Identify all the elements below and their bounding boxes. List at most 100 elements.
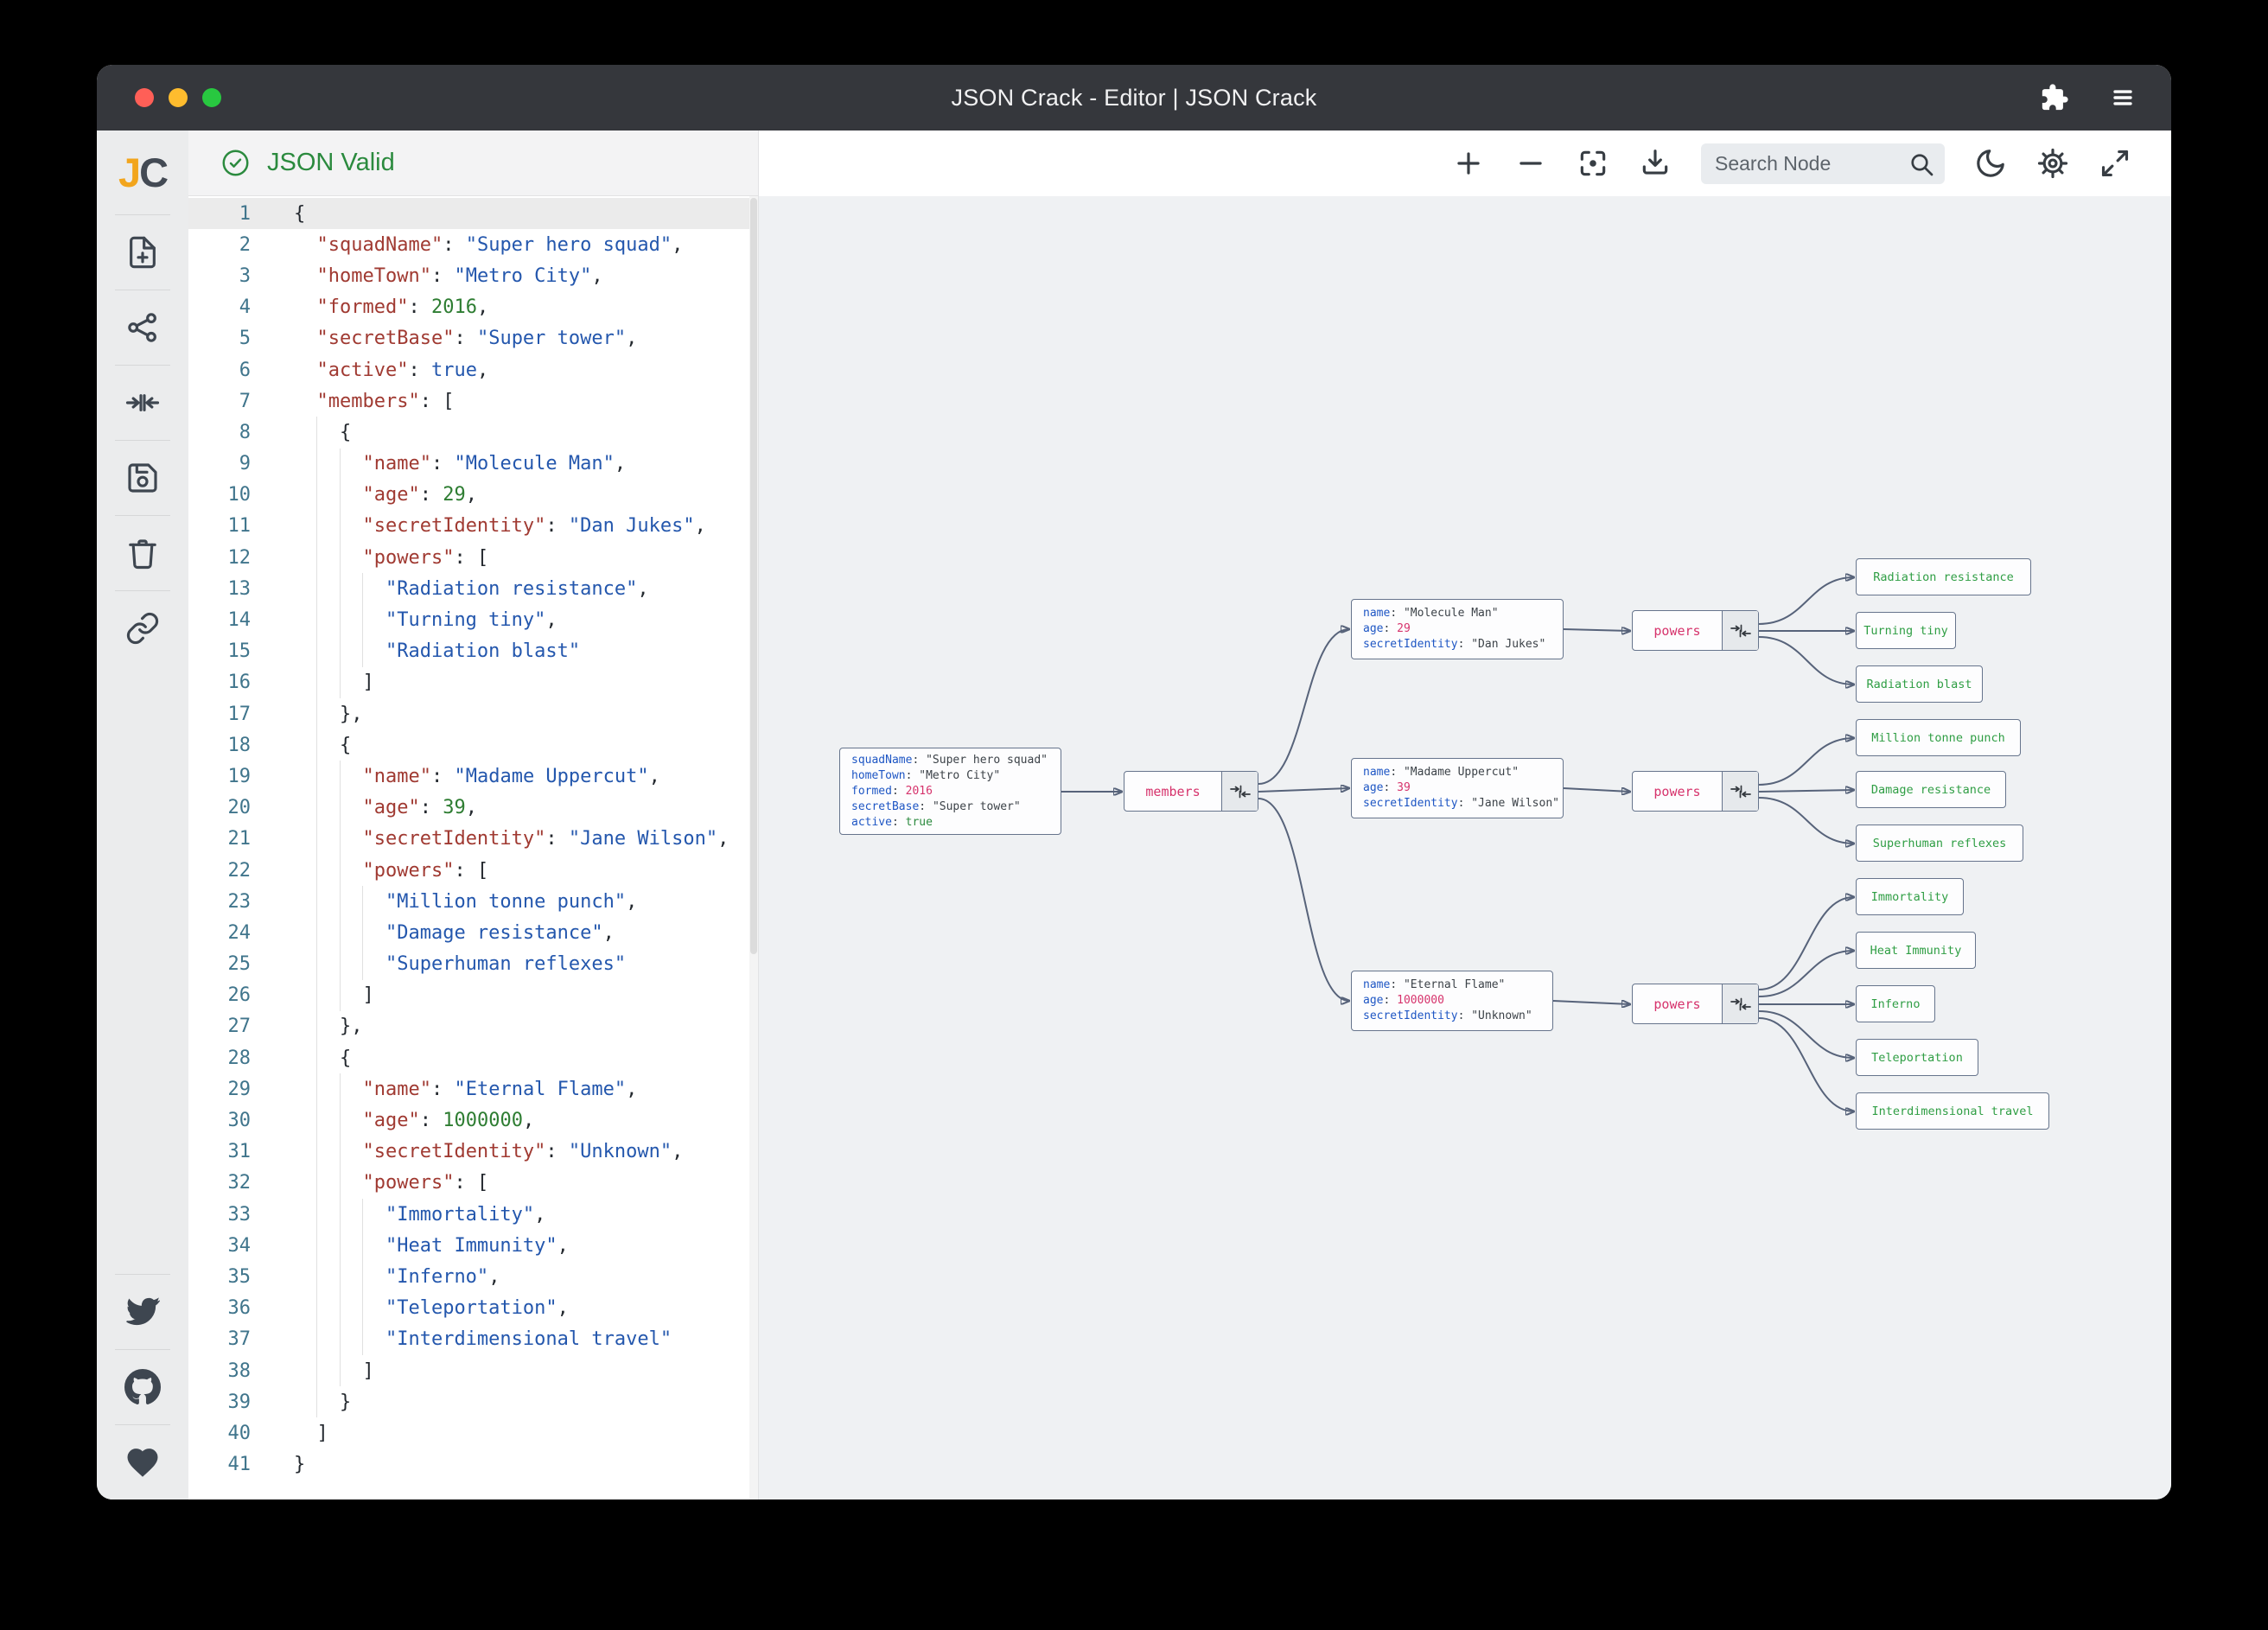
line-number: 16 — [227, 672, 252, 694]
code-line[interactable]: 34 "Heat Immunity", — [188, 1230, 758, 1262]
code-line[interactable]: 31 "secretIdentity": "Unknown", — [188, 1136, 758, 1168]
code-line[interactable]: 28 { — [188, 1042, 758, 1074]
collapse-node-icon[interactable] — [1722, 984, 1758, 1023]
code-line[interactable]: 8 { — [188, 417, 758, 449]
sidebar-item-sponsor[interactable] — [97, 1425, 188, 1499]
search-icon — [1911, 153, 1934, 175]
code-line[interactable]: 37 "Interdimensional travel" — [188, 1323, 758, 1355]
code-line[interactable]: 26 ] — [188, 979, 758, 1011]
code-line[interactable]: 35 "Inferno", — [188, 1261, 758, 1293]
code-line[interactable]: 30 "age": 1000000, — [188, 1105, 758, 1137]
sidebar-item-share-link[interactable] — [97, 591, 188, 665]
sidebar-item-graph-view[interactable] — [97, 290, 188, 365]
code-line[interactable]: 41} — [188, 1449, 758, 1480]
graph-node-leaf-inferno[interactable]: Inferno — [1856, 985, 1935, 1022]
zoom-button[interactable] — [202, 88, 221, 107]
minimize-button[interactable] — [169, 88, 188, 107]
sidebar-item-new-file[interactable] — [97, 215, 188, 290]
code-line[interactable]: 22 "powers": [ — [188, 854, 758, 887]
code-line[interactable]: 16 ] — [188, 666, 758, 698]
code-line[interactable]: 39 } — [188, 1386, 758, 1418]
code-line[interactable]: 18 { — [188, 729, 758, 761]
code-line[interactable]: 14 "Turning tiny", — [188, 604, 758, 636]
graph-node-leaf-immortality[interactable]: Immortality — [1856, 878, 1964, 915]
sidebar-item-delete[interactable] — [97, 516, 188, 590]
code-line[interactable]: 36 "Teleportation", — [188, 1292, 758, 1324]
collapse-node-icon[interactable] — [1722, 772, 1758, 811]
code-line[interactable]: 21 "secretIdentity": "Jane Wilson", — [188, 823, 758, 855]
graph-node-members[interactable]: members — [1124, 771, 1258, 812]
line-number: 26 — [227, 984, 252, 1007]
json-code-editor[interactable]: 1{2 "squadName": "Super hero squad",3 "h… — [188, 196, 758, 1499]
collapse-node-icon[interactable] — [1722, 611, 1758, 650]
code-line[interactable]: 38 ] — [188, 1354, 758, 1387]
code-line[interactable]: 7 "members": [ — [188, 385, 758, 417]
zoom-out-button[interactable] — [1514, 147, 1547, 180]
graph-node-powers-1[interactable]: powers — [1632, 610, 1759, 651]
graph-node-leaf-interdimensional-travel[interactable]: Interdimensional travel — [1856, 1092, 2049, 1130]
code-line[interactable]: 33 "Immortality", — [188, 1199, 758, 1231]
code-line[interactable]: 25 "Superhuman reflexes" — [188, 948, 758, 980]
code-line[interactable]: 13 "Radiation resistance", — [188, 573, 758, 605]
code-text: }, — [294, 1010, 362, 1043]
code-line[interactable]: 20 "age": 39, — [188, 792, 758, 824]
graph-node-leaf-radiation-blast[interactable]: Radiation blast — [1856, 665, 1983, 703]
dark-mode-button[interactable] — [1974, 147, 2007, 180]
graph-node-leaf-radiation-resistance[interactable]: Radiation resistance — [1856, 558, 2031, 595]
graph-node-leaf-damage-resistance[interactable]: Damage resistance — [1856, 771, 2006, 808]
graph-node-leaf-million-tonne-punch[interactable]: Million tonne punch — [1856, 719, 2021, 756]
sidebar-item-github[interactable] — [97, 1350, 188, 1424]
code-line[interactable]: 29 "name": "Eternal Flame", — [188, 1073, 758, 1105]
search-input[interactable] — [1701, 143, 1945, 184]
code-line[interactable]: 32 "powers": [ — [188, 1167, 758, 1199]
sidebar-item-twitter[interactable] — [97, 1275, 188, 1349]
sidebar-item-fold[interactable] — [97, 366, 188, 440]
code-line[interactable]: 19 "name": "Madame Uppercut", — [188, 761, 758, 793]
close-button[interactable] — [135, 88, 154, 107]
zoom-in-button[interactable] — [1452, 147, 1485, 180]
fullscreen-button[interactable] — [2099, 147, 2131, 180]
line-number: 25 — [227, 953, 252, 976]
code-line[interactable]: 4 "formed": 2016, — [188, 292, 758, 323]
code-line[interactable]: 9 "name": "Molecule Man", — [188, 448, 758, 480]
puzzle-icon[interactable] — [2040, 83, 2069, 112]
focus-button[interactable] — [1577, 147, 1609, 180]
graph-node-leaf-superhuman-reflexes[interactable]: Superhuman reflexes — [1856, 825, 2023, 862]
code-text: "name": "Eternal Flame", — [294, 1073, 637, 1105]
download-button[interactable] — [1639, 147, 1672, 180]
code-line[interactable]: 17 }, — [188, 698, 758, 730]
code-line[interactable]: 27 }, — [188, 1010, 758, 1043]
collapse-node-icon[interactable] — [1221, 772, 1258, 811]
graph-node-powers-2[interactable]: powers — [1632, 771, 1759, 812]
line-number: 20 — [227, 797, 252, 819]
code-line[interactable]: 24 "Damage resistance", — [188, 917, 758, 949]
sidebar-item-save[interactable] — [97, 441, 188, 515]
code-text: "age": 29, — [294, 479, 477, 511]
code-text: "age": 39, — [294, 792, 477, 824]
graph-node-leaf-teleportation[interactable]: Teleportation — [1856, 1039, 1978, 1076]
graph-canvas[interactable]: squadName: "Super hero squad"homeTown: "… — [759, 196, 2171, 1499]
code-line[interactable]: 12 "powers": [ — [188, 542, 758, 574]
code-line[interactable]: 10 "age": 29, — [188, 479, 758, 511]
graph-node-powers-3[interactable]: powers — [1632, 984, 1759, 1024]
code-line[interactable]: 23 "Million tonne punch", — [188, 886, 758, 918]
graph-node-leaf-turning-tiny[interactable]: Turning tiny — [1856, 612, 1956, 649]
code-line[interactable]: 2 "squadName": "Super hero squad", — [188, 229, 758, 260]
code-line[interactable]: 3 "homeTown": "Metro City", — [188, 260, 758, 291]
graph-node-root[interactable]: squadName: "Super hero squad"homeTown: "… — [839, 748, 1061, 835]
menu-icon[interactable] — [2109, 84, 2137, 111]
graph-node-leaf-heat-immunity[interactable]: Heat Immunity — [1856, 932, 1976, 969]
code-line[interactable]: 1{ — [188, 198, 758, 230]
code-line[interactable]: 15 "Radiation blast" — [188, 635, 758, 667]
code-line[interactable]: 6 "active": true, — [188, 354, 758, 385]
code-line[interactable]: 5 "secretBase": "Super tower", — [188, 323, 758, 354]
code-text: "Inferno", — [294, 1261, 500, 1293]
code-line[interactable]: 11 "secretIdentity": "Dan Jukes", — [188, 510, 758, 543]
settings-button[interactable] — [2036, 147, 2069, 180]
code-line[interactable]: 40 ] — [188, 1417, 758, 1449]
editor-scrollbar[interactable] — [749, 196, 758, 1499]
